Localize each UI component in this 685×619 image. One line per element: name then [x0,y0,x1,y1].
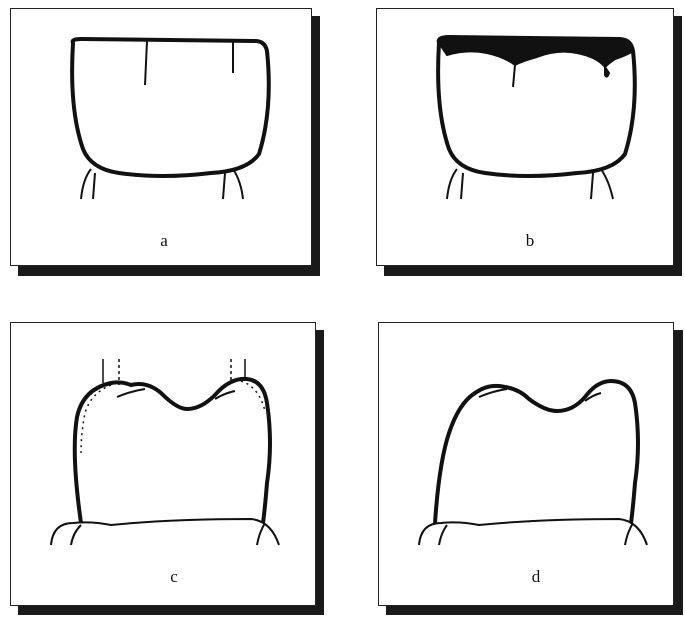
panel-a: a [10,8,322,278]
panel-b-frame: b [376,8,674,266]
panel-c: c [10,322,328,619]
panel-b: b [376,8,685,278]
panel-b-label: b [515,231,545,251]
panel-a-frame: a [10,8,312,266]
panel-d-label: d [521,567,551,587]
panel-c-frame: c [10,322,316,606]
tooth-outline-c [11,323,317,607]
panel-d-frame: d [378,322,674,606]
tooth-outline-a [11,9,313,267]
panel-d: d [378,322,685,619]
tooth-outline-d [379,323,675,607]
panel-a-label: a [149,231,179,251]
tooth-outline-b [377,9,675,267]
panel-c-label: c [159,567,189,587]
